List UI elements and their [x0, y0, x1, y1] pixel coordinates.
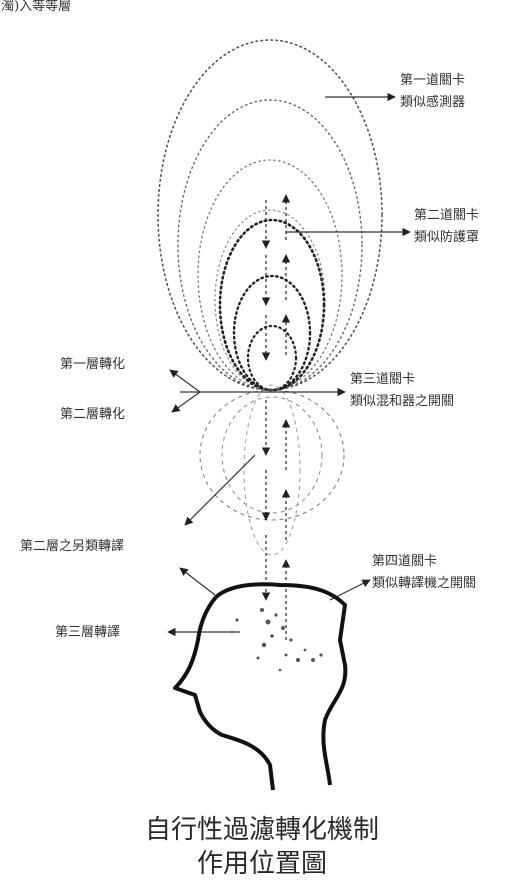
caption-line2: 作用位置圖 — [197, 849, 327, 879]
lower-field-ellipses — [199, 384, 345, 556]
label-leader-arrows — [167, 92, 411, 637]
gate1-label-line1: 第一道關卡 — [400, 73, 465, 88]
diagram-labels: 第一道關卡 類似感測器 第二道關卡 類似防護罩 第一層轉化 第二層轉化 第三道關… — [20, 73, 479, 640]
layer2-transform-label: 第二層轉化 — [60, 407, 125, 422]
shield-ellipses — [218, 218, 326, 392]
layer1-transform-label: 第一層轉化 — [60, 357, 125, 372]
gate3-label-line1: 第三道關卡 — [350, 372, 415, 387]
gate2-label-line1: 第二道關卡 — [414, 208, 479, 223]
head-outline — [173, 582, 348, 791]
gate3-label-line2: 類似混和器之開關 — [350, 394, 454, 409]
brain-speckle — [230, 608, 323, 672]
layer3-translation-label: 第三層轉譯 — [55, 624, 120, 640]
top-partial-text: (濁)入等等層 — [0, 0, 71, 14]
layer2-alt-translation-label: 第二層之另類轉譯 — [20, 538, 124, 554]
gate4-label-line2: 類似轉譯機之開關 — [372, 575, 476, 591]
gate4-label-line1: 第四道關卡 — [372, 554, 437, 569]
gate1-label-line2: 類似感測器 — [400, 94, 465, 110]
outer-field-ellipses — [157, 39, 383, 391]
vertical-flow-arrows — [261, 194, 291, 640]
gate2-label-line2: 類似防護罩 — [414, 229, 479, 245]
caption-line1: 自行性過濾轉化機制 — [145, 815, 379, 845]
